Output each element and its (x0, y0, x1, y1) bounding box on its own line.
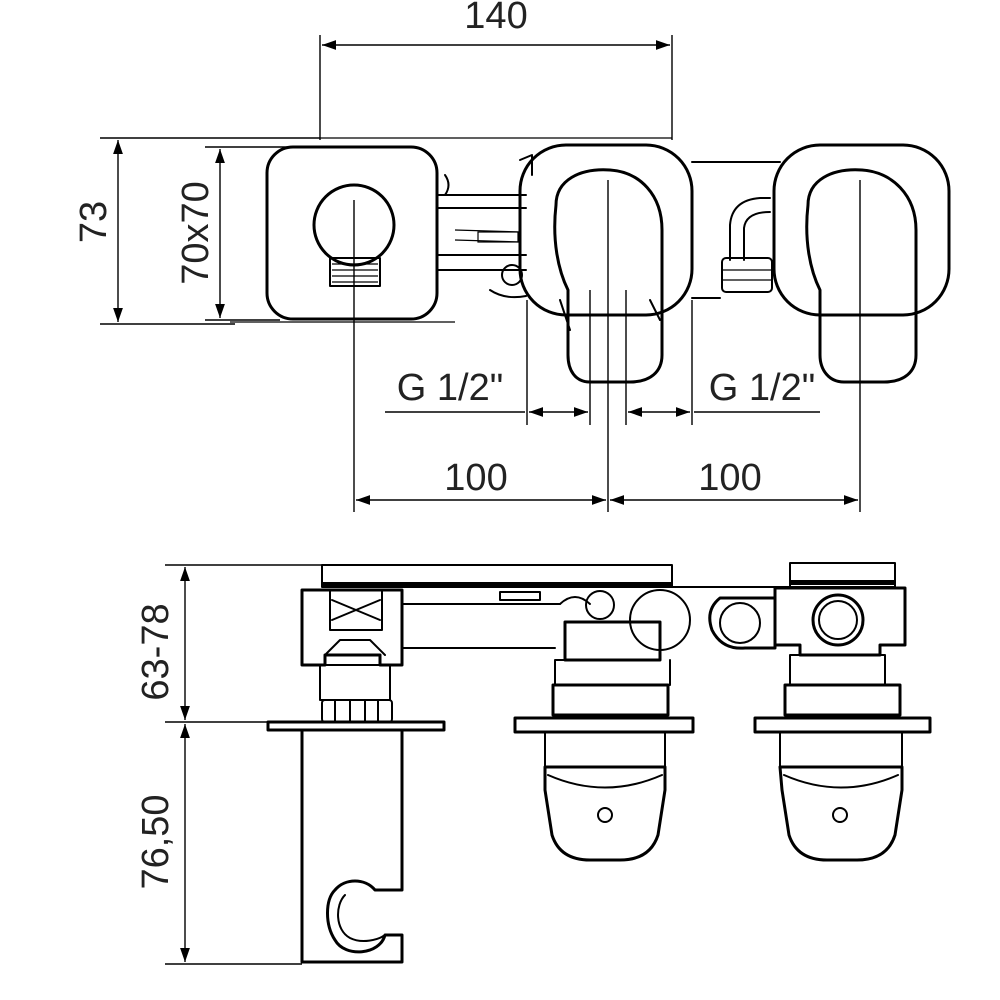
hand-shower-holder (300, 728, 404, 964)
dim-label-73: 73 (73, 201, 115, 243)
dim-label-63-78: 63-78 (135, 603, 177, 700)
mixer-collar-left (551, 683, 670, 717)
mixer-lever-right (805, 168, 918, 384)
holder-flange (266, 720, 446, 732)
mixer-plate-right (772, 143, 951, 317)
wall-flange-right (753, 716, 932, 734)
dim-label-70x70: 70x70 (175, 181, 217, 285)
mixer-collar-right (783, 683, 902, 717)
front-view: 63-78 76,50 (135, 562, 932, 965)
mixer-handle-left (543, 765, 667, 862)
dim-label-76-50: 76,50 (135, 794, 177, 889)
dim-label-140: 140 (464, 0, 527, 37)
dim-label-100-left: 100 (444, 457, 507, 499)
mixer-lever-left (553, 168, 664, 384)
hose-connector (329, 257, 381, 287)
connecting-elbow (708, 596, 777, 650)
mixer-plate-left (518, 143, 694, 317)
dim-label-100-right: 100 (698, 457, 761, 499)
thread-label-right: G 1/2" (709, 367, 815, 409)
mixer-handle-right (778, 765, 904, 862)
diverter-body (300, 588, 404, 667)
wall-flange-left (513, 716, 695, 734)
thread-label-left: G 1/2" (397, 367, 503, 409)
square-plate (265, 145, 439, 321)
mixer-body-left (563, 620, 662, 662)
top-view: 140 73 70x70 G 1/2" G 1/2" 100 100 (73, 0, 951, 512)
